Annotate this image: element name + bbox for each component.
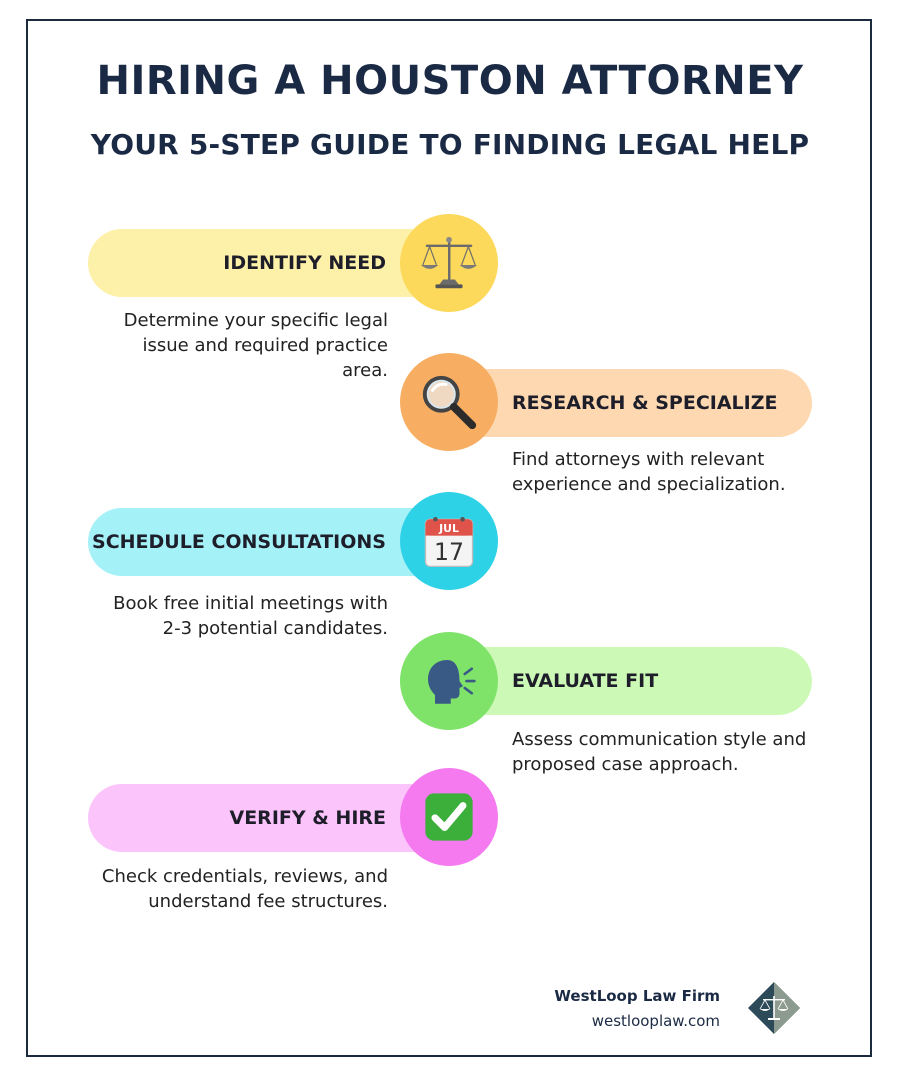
calendar-month: JUL <box>438 522 459 535</box>
step-3-description: Book free initial meetings with 2-3 pote… <box>113 593 388 639</box>
page-subtitle: YOUR 5-STEP GUIDE TO FINDING LEGAL HELP <box>90 128 810 161</box>
balance-scale-icon <box>420 236 478 289</box>
step-1-pill: IDENTIFY NEED <box>88 229 448 297</box>
step-3-label: SCHEDULE CONSULTATIONS <box>92 531 386 553</box>
magnifying-glass-icon <box>422 375 477 430</box>
step-2-label: RESEARCH & SPECIALIZE <box>512 392 778 414</box>
step-4-description: Assess communication style and proposed … <box>512 729 807 775</box>
step-1-label: IDENTIFY NEED <box>223 252 386 274</box>
check-mark-icon <box>425 793 473 841</box>
step-2-description: Find attorneys with relevant experience … <box>512 449 786 495</box>
firm-name: WestLoop Law Firm <box>554 987 720 1005</box>
step-4-pill: EVALUATE FIT <box>450 647 812 715</box>
step-1-circle <box>400 214 498 312</box>
step-1-description: Determine your specific legal issue and … <box>123 310 388 381</box>
step-4-label: EVALUATE FIT <box>512 670 659 692</box>
step-5-label: VERIFY & HIRE <box>229 807 387 829</box>
step-3-pill: SCHEDULE CONSULTATIONS <box>88 508 448 576</box>
step-3-circle: JUL 17 <box>400 492 498 590</box>
page-title: HIRING A HOUSTON ATTORNEY <box>96 58 804 104</box>
calendar-day: 17 <box>434 538 464 566</box>
step-5-description: Check credentials, reviews, and understa… <box>101 866 388 912</box>
scales-diamond-logo-icon <box>746 980 802 1036</box>
speaking-head-icon <box>428 660 476 704</box>
step-2-circle <box>400 353 498 451</box>
firm-website: westlooplaw.com <box>591 1012 720 1030</box>
step-2-pill: RESEARCH & SPECIALIZE <box>450 369 812 437</box>
calendar-icon: JUL 17 <box>424 516 474 568</box>
step-5-circle <box>400 768 498 866</box>
step-5-pill: VERIFY & HIRE <box>88 784 448 852</box>
step-4-circle <box>400 632 498 730</box>
